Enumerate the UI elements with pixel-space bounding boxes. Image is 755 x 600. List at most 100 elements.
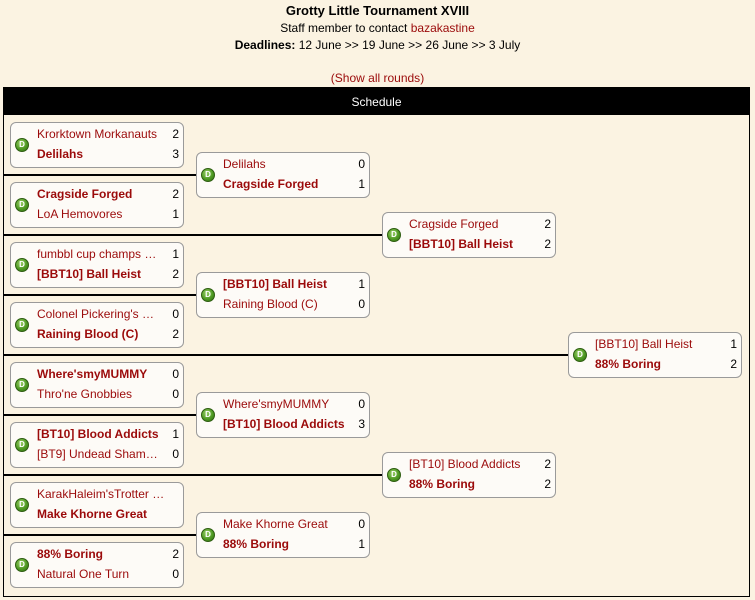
team-name[interactable]: 88% Boring [595, 357, 662, 371]
team-name[interactable]: Where'smyMUMMY [223, 397, 330, 411]
staff-name-link[interactable]: bazakastine [410, 21, 475, 35]
team-score: 2 [172, 127, 179, 141]
match-status-icon[interactable]: D [15, 258, 29, 272]
deadlines-label: Deadlines: [234, 38, 296, 52]
team-name[interactable]: [BT10] Blood Addicts [223, 417, 345, 431]
match-status-icon[interactable]: D [573, 348, 587, 362]
team-score: 0 [358, 397, 365, 411]
team-name[interactable]: Raining Blood (C) [223, 297, 318, 311]
team-name[interactable]: Natural One Turn [37, 567, 130, 581]
deadlines-text: 12 June >> 19 June >> 26 June >> 3 July [298, 38, 521, 52]
team-name[interactable]: [BBT10] Ball Heist [37, 267, 142, 281]
team-name[interactable]: [BBT10] Ball Heist [595, 337, 693, 351]
team-name[interactable]: Krorktown Morkanauts [37, 127, 158, 141]
team-score: 2 [544, 237, 551, 251]
match-status-icon[interactable]: D [15, 138, 29, 152]
team-score [165, 485, 179, 503]
team-score: 2 [172, 327, 179, 341]
team-name[interactable]: LoA Hemovores [37, 207, 123, 221]
team-score: 0 [172, 567, 179, 581]
team-score: 1 [172, 427, 179, 441]
team-name[interactable]: Delilahs [223, 157, 266, 171]
team-name[interactable]: [BT10] Blood Addicts [37, 427, 159, 441]
team-score: 2 [544, 217, 551, 231]
bracket-connector [4, 234, 382, 236]
tournament-title: Grotty Little Tournament XVIII [285, 3, 470, 18]
staff-contact: Staff member to contact bazakastine [0, 21, 755, 35]
team-score [165, 505, 179, 523]
match-status-icon[interactable]: D [387, 228, 401, 242]
match-status-icon[interactable]: D [15, 558, 29, 572]
match-box[interactable]: D [BT10] Blood Addicts 2 88% Boring 2 [382, 452, 556, 498]
match-status-icon[interactable]: D [201, 288, 215, 302]
team-name[interactable]: fumbbl cup champs … [37, 247, 157, 261]
team-score: 2 [544, 457, 551, 471]
team-score: 2 [172, 547, 179, 561]
team-score: 2 [730, 357, 737, 371]
team-name[interactable]: Where'smyMUMMY [37, 367, 148, 381]
team-name[interactable]: Colonel Pickering's … [37, 307, 155, 321]
team-name[interactable]: Cragside Forged [223, 177, 319, 191]
show-all-rounds: (Show all rounds) [330, 71, 425, 85]
deadlines: Deadlines: 12 June >> 19 June >> 26 June… [0, 38, 755, 52]
team-score: 1 [172, 207, 179, 221]
team-name[interactable]: 88% Boring [37, 547, 104, 561]
team-name[interactable]: KarakHaleim'sTrotter … [37, 487, 165, 501]
match-box[interactable]: D [BT10] Blood Addicts 1 [BT9] Undead Sham…… [10, 422, 184, 468]
bracket-connector [4, 294, 196, 296]
match-status-icon[interactable]: D [15, 378, 29, 392]
team-name[interactable]: Thro'ne Gnobbies [37, 387, 133, 401]
match-status-icon[interactable]: D [15, 438, 29, 452]
bracket-connector [4, 534, 196, 536]
team-name[interactable]: Make Khorne Great [223, 517, 328, 531]
team-score: 3 [358, 417, 365, 431]
match-box[interactable]: D KarakHaleim'sTrotter … Make Khorne Great [10, 482, 184, 528]
team-score: 0 [172, 307, 179, 321]
match-status-icon[interactable]: D [201, 528, 215, 542]
team-name[interactable]: [BT9] Undead Sham… [37, 447, 158, 461]
match-status-icon[interactable]: D [15, 498, 29, 512]
team-name[interactable]: 88% Boring [223, 537, 290, 551]
team-score: 1 [172, 247, 179, 261]
team-score: 0 [358, 297, 365, 311]
team-name[interactable]: [BT10] Blood Addicts [409, 457, 521, 471]
match-status-icon[interactable]: D [15, 198, 29, 212]
team-name[interactable]: Cragside Forged [37, 187, 133, 201]
team-name[interactable]: Raining Blood (C) [37, 327, 139, 341]
match-box[interactable]: D Where'smyMUMMY 0 [BT10] Blood Addicts 3 [196, 392, 370, 438]
team-score: 1 [358, 537, 365, 551]
match-status-icon[interactable]: D [387, 468, 401, 482]
team-name[interactable]: [BBT10] Ball Heist [409, 237, 514, 251]
team-score: 3 [172, 147, 179, 161]
team-name[interactable]: Cragside Forged [409, 217, 499, 231]
team-score: 0 [172, 387, 179, 401]
match-status-icon[interactable]: D [201, 168, 215, 182]
show-all-rounds-link[interactable]: Show all rounds [334, 71, 421, 85]
team-name[interactable]: 88% Boring [409, 477, 476, 491]
bracket-connector [4, 174, 196, 176]
team-score: 1 [358, 177, 365, 191]
team-name[interactable]: Make Khorne Great [37, 507, 148, 521]
bracket-connector [4, 354, 568, 356]
team-name[interactable]: [BBT10] Ball Heist [223, 277, 328, 291]
team-name[interactable]: Delilahs [37, 147, 84, 161]
match-status-icon[interactable]: D [15, 318, 29, 332]
match-status-icon[interactable]: D [201, 408, 215, 422]
schedule-header: Schedule [4, 88, 749, 115]
match-box[interactable]: D Cragside Forged 2 [BBT10] Ball Heist 2 [382, 212, 556, 258]
team-score: 0 [172, 447, 179, 461]
team-score: 2 [544, 477, 551, 491]
bracket-connector [4, 474, 382, 476]
team-score: 1 [358, 277, 365, 291]
team-score: 2 [172, 187, 179, 201]
